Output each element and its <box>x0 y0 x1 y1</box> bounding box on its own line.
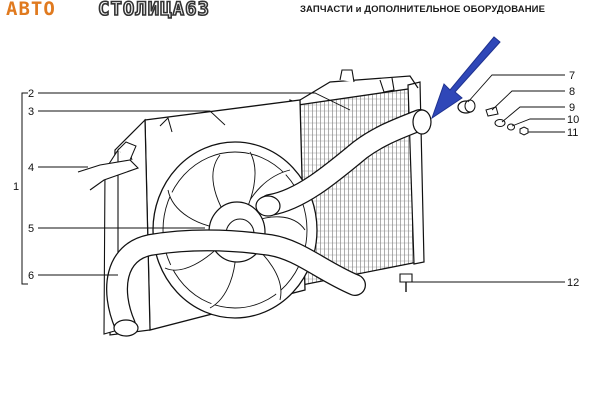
callout-10: 10 <box>567 114 579 126</box>
callout-3: 3 <box>28 106 34 118</box>
callout-9: 9 <box>569 102 575 114</box>
lower-radiator-hose <box>106 229 366 337</box>
highlight-arrow <box>431 36 501 120</box>
header-tagline: ЗАПЧАСТИ и ДОПОЛНИТЕЛЬНОЕ ОБОРУДОВАНИЕ <box>300 4 546 15</box>
callout-6: 6 <box>28 270 34 282</box>
callout-12: 12 <box>567 277 579 289</box>
callout-5: 5 <box>28 223 34 235</box>
upper-radiator-hose <box>255 109 432 217</box>
callout-8: 8 <box>569 86 575 98</box>
cooling-fan <box>152 141 318 319</box>
leader-lines <box>38 74 565 283</box>
mounting-bracket <box>77 141 140 191</box>
fastener-parts <box>457 99 529 136</box>
callout-2: 2 <box>28 88 34 100</box>
callout-7: 7 <box>569 70 575 82</box>
brand-logo-stolica: СТОЛИЦА63 <box>97 0 210 21</box>
group-bracket <box>21 92 28 285</box>
callout-11: 11 <box>567 127 578 139</box>
brand-logo-auto: АВТО <box>6 0 56 20</box>
callout-1: 1 <box>13 181 19 193</box>
site-header: АВТО СТОЛИЦА63 ЗАПЧАСТИ и ДОПОЛНИТЕЛЬНОЕ… <box>0 0 600 22</box>
callout-4: 4 <box>28 162 34 174</box>
callout-labels: 1 2 3 4 5 6 7 8 9 10 11 12 <box>13 70 579 289</box>
